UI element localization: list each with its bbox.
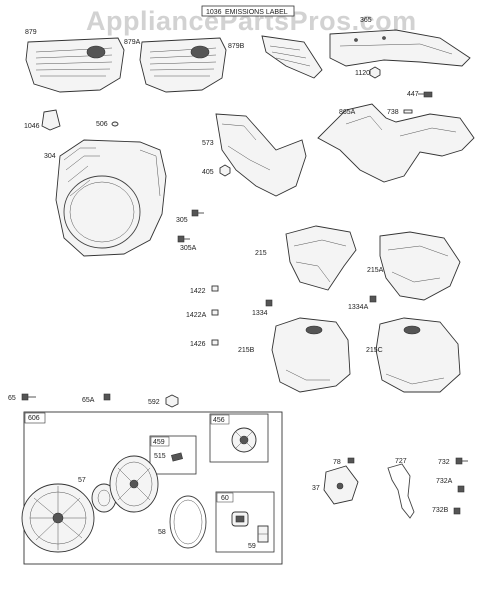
part-59-insert[interactable]: [257, 525, 269, 543]
emissions-label-box: 1036 EMISSIONS LABEL: [201, 5, 295, 17]
label-58: 58: [158, 529, 166, 536]
label-459: 459: [153, 439, 165, 446]
part-60-handle[interactable]: [231, 511, 249, 527]
part-58-starter-rope[interactable]: [169, 495, 207, 549]
box-459: 459: [149, 435, 197, 475]
label-732: 732: [438, 459, 450, 466]
part-1334A-screw[interactable]: [369, 295, 377, 303]
part-304-blower-housing[interactable]: [55, 139, 167, 257]
part-879B-cover[interactable]: [261, 35, 323, 79]
box-606-tag: [24, 412, 46, 424]
part-732-screw[interactable]: [455, 457, 468, 465]
label-305: 305: [176, 217, 188, 224]
part-405-nut[interactable]: [219, 164, 231, 177]
box-60-tag: [216, 492, 234, 503]
part-1422A-screw[interactable]: [211, 309, 219, 316]
label-60: 60: [221, 495, 229, 502]
part-727-link[interactable]: [387, 463, 415, 519]
emissions-part-number: 1036: [206, 9, 222, 16]
part-37-cover[interactable]: [323, 465, 359, 505]
label-59: 59: [248, 543, 256, 550]
label-65A: 65A: [82, 397, 95, 404]
label-606: 606: [28, 415, 40, 422]
label-215B: 215B: [238, 347, 255, 354]
box-456-tag: [210, 414, 230, 425]
part-1046-pad[interactable]: [41, 109, 61, 131]
label-592: 592: [148, 399, 160, 406]
label-865A: 865A: [339, 109, 356, 116]
label-365: 365: [360, 17, 372, 24]
label-1334: 1334: [252, 310, 268, 317]
part-1426-screw[interactable]: [211, 339, 219, 346]
part-515-pawl[interactable]: [171, 452, 183, 462]
part-78-screw[interactable]: [347, 457, 355, 464]
part-215A-cylinder-shield[interactable]: [379, 231, 461, 301]
part-732B-screw[interactable]: [453, 507, 461, 515]
label-1426: 1426: [190, 341, 206, 348]
label-65: 65: [8, 395, 16, 402]
box-606-frame: [23, 411, 283, 565]
label-506: 506: [96, 121, 108, 128]
label-305A: 305A: [180, 245, 197, 252]
label-405: 405: [202, 169, 214, 176]
part-506-clip[interactable]: [111, 121, 119, 127]
box-606-rewind-starter: 606: [23, 411, 283, 565]
box-60: 60: [215, 491, 275, 553]
part-879-grille[interactable]: [25, 37, 125, 93]
label-304: 304: [44, 153, 56, 160]
label-515: 515: [154, 453, 166, 460]
part-215-cylinder-shield[interactable]: [285, 225, 357, 291]
label-37: 37: [312, 485, 320, 492]
part-1422-screw[interactable]: [211, 285, 219, 292]
label-456: 456: [213, 417, 225, 424]
label-1334A: 1334A: [348, 304, 369, 311]
label-57: 57: [78, 477, 86, 484]
part-738-clip[interactable]: [403, 109, 413, 114]
label-1422A: 1422A: [186, 312, 207, 319]
part-1120-nut[interactable]: [369, 66, 381, 79]
label-215A: 215A: [367, 267, 384, 274]
label-879: 879: [25, 29, 37, 36]
box-456: 456: [209, 413, 269, 463]
box-459-tag: [150, 436, 170, 447]
part-365-baffle[interactable]: [329, 29, 471, 67]
part-456-pulley-insert[interactable]: [231, 427, 257, 453]
part-573-air-guide[interactable]: [215, 113, 307, 197]
box-60-frame: [215, 491, 275, 553]
label-447: 447: [407, 91, 419, 98]
label-732B: 732B: [432, 507, 449, 514]
label-215: 215: [255, 250, 267, 257]
part-57-starter-housing[interactable]: [21, 483, 95, 553]
box-456-frame: [209, 413, 269, 463]
part-592-nut[interactable]: [165, 394, 179, 408]
part-215C-cylinder-shield[interactable]: [375, 317, 461, 393]
label-573: 573: [202, 140, 214, 147]
label-879A: 879A: [124, 39, 141, 46]
part-305A-screw[interactable]: [177, 235, 190, 243]
part-215B-cylinder-shield[interactable]: [271, 317, 351, 393]
part-879A-grille[interactable]: [139, 37, 227, 93]
label-1422: 1422: [190, 288, 206, 295]
emissions-label-text: EMISSIONS LABEL: [225, 9, 288, 16]
label-738: 738: [387, 109, 399, 116]
part-1334-screw[interactable]: [265, 299, 273, 307]
part-305-screw[interactable]: [191, 209, 204, 217]
label-215C: 215C: [366, 347, 383, 354]
label-1120: 1120: [355, 70, 370, 77]
label-727: 727: [395, 458, 407, 465]
emissions-label-frame: [201, 5, 295, 17]
part-65-bolt[interactable]: [21, 393, 36, 401]
part-447-screw[interactable]: [418, 91, 433, 98]
part-732A-screw[interactable]: [457, 485, 465, 493]
label-732A: 732A: [436, 478, 453, 485]
part-865A-shroud[interactable]: [317, 103, 475, 183]
label-879B: 879B: [228, 43, 245, 50]
box-459-frame: [149, 435, 197, 475]
label-78: 78: [333, 459, 341, 466]
part-pulley[interactable]: [109, 455, 159, 513]
part-65A-bolt[interactable]: [103, 393, 111, 401]
label-1046: 1046: [24, 123, 40, 130]
